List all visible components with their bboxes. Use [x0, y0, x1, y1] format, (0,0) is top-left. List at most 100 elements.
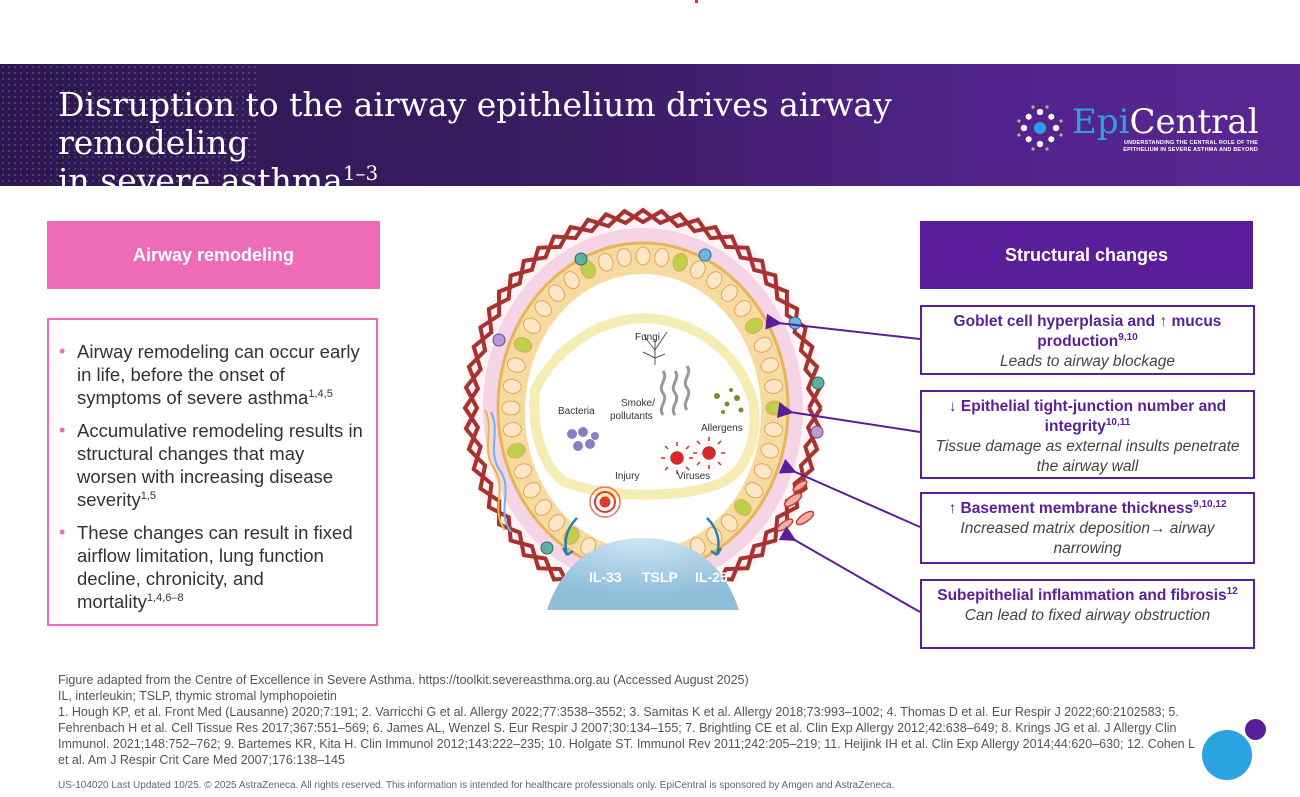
mucus-lining — [529, 312, 760, 500]
epithelial-cell — [598, 252, 614, 272]
goblet-cell — [734, 499, 752, 516]
structural-changes-heading: Structural changes — [920, 221, 1253, 289]
epithelial-cell — [760, 357, 780, 373]
epithelial-cell — [523, 482, 541, 499]
tight-junction-heading: ↓ Epithelial tight-junction number and i… — [948, 398, 1227, 435]
epithelial-cell — [689, 537, 706, 556]
page-title: Disruption to the airway epithelium driv… — [58, 86, 1018, 200]
title-refs: 1–3 — [342, 161, 379, 185]
label-fungi: Fungi — [635, 332, 660, 343]
cytokine-release-arrows — [561, 517, 723, 557]
epithelial-cell — [563, 271, 580, 290]
epithelial-cell — [534, 300, 552, 317]
epithelial-cell — [502, 422, 522, 438]
epithelial-cell — [720, 514, 738, 532]
bullet-text: These changes can result in fixed airflo… — [77, 522, 353, 612]
epithelial-cell — [745, 482, 763, 499]
epithelial-cell — [720, 284, 738, 302]
epithelial-cell — [523, 317, 541, 334]
epithelial-cell — [501, 400, 521, 416]
fungi-icon — [642, 331, 668, 365]
allergens-icon — [714, 388, 744, 414]
bullet-refs: 1,4,5 — [308, 387, 333, 400]
label-allergens: Allergens — [701, 423, 743, 434]
figure-source: Figure adapted from the Centre of Excell… — [58, 673, 749, 687]
logo-tagline: UNDERSTANDING THE CENTRAL ROLE OF THE EP… — [1108, 140, 1258, 154]
tight-junction-box: ↓ Epithelial tight-junction number and i… — [920, 390, 1255, 479]
inflammation-fibrosis-heading: Subepithelial inflammation and fibrosis1… — [937, 585, 1238, 604]
basement-membrane-heading: ↑ Basement membrane thickness9,10,12 — [948, 498, 1227, 517]
bacteria-icon — [567, 427, 599, 451]
epithelial-cell — [534, 499, 552, 516]
decorative-dot-purple — [1245, 719, 1266, 740]
logo-central: Central — [1129, 102, 1259, 142]
muscle-fiber-strand — [463, 207, 823, 609]
epithelial-cell — [548, 284, 566, 302]
epithelial-cell — [548, 514, 566, 532]
cytokine-dome — [547, 538, 739, 610]
label-bacteria: Bacteria — [558, 406, 595, 417]
epithelial-cell — [616, 248, 632, 267]
copyright: US-104020 Last Updated 10/25. © 2025 Ast… — [58, 780, 895, 791]
label-pollutants: pollutants — [610, 411, 653, 422]
banner-dot-pattern — [0, 64, 260, 186]
virus-icon — [661, 437, 725, 474]
goblet-cell-heading: Goblet cell hyperplasia and ↑ mucus prod… — [953, 313, 1222, 350]
goblet-cell — [745, 317, 763, 334]
epithelial-cell — [654, 248, 670, 267]
logo-tagline-line-2: EPITHELIUM IN SEVERE ASTHMA AND BEYOND — [1123, 147, 1258, 153]
injury-icon — [589, 486, 621, 518]
inflammation-fibrosis-box: Subepithelial inflammation and fibrosis1… — [920, 579, 1255, 649]
goblet-cell — [513, 337, 533, 353]
footnotes: Figure adapted from the Centre of Excell… — [58, 672, 1198, 768]
title-line-1: Disruption to the airway epithelium driv… — [58, 85, 892, 162]
logo-tagline-line-1: UNDERSTANDING THE CENTRAL ROLE OF THE — [1123, 140, 1258, 146]
bullet-text: Accumulative remodeling results in struc… — [77, 420, 363, 510]
bullet-refs: 1,5 — [140, 489, 157, 502]
label-smoke: Smoke/ — [621, 398, 655, 409]
airway-remodeling-heading: Airway remodeling — [47, 221, 380, 289]
header-banner — [0, 64, 1300, 186]
decorative-dot-blue — [1202, 730, 1252, 780]
epithelial-cell — [502, 378, 522, 394]
goblet-cell — [765, 400, 785, 416]
collagen-fibers — [484, 409, 512, 533]
cytokine-il33: IL-33 — [589, 569, 622, 585]
abbreviations: IL, interleukin; TSLP, thymic stromal ly… — [58, 689, 337, 703]
epithelial-cell — [635, 246, 651, 266]
inflammation-fibrosis-detail: Can lead to fixed airway obstruction — [964, 607, 1211, 624]
smooth-muscle-ring — [462, 207, 823, 609]
cytokine-il25: IL-25 — [695, 569, 728, 585]
epithelial-cell — [706, 271, 723, 290]
remodeling-bullet-2: Accumulative remodeling results in struc… — [59, 419, 366, 511]
bullet-refs: 1,4,6–8 — [146, 591, 184, 604]
epithelial-cell — [764, 422, 784, 438]
cytokine-tslp: TSLP — [642, 569, 678, 585]
epithelial-cell — [689, 260, 706, 279]
airway-lumen — [525, 274, 761, 550]
basement-membrane-box: ↑ Basement membrane thickness9,10,12 Inc… — [920, 492, 1255, 564]
goblet-cell — [506, 443, 526, 459]
epithelial-cell — [764, 378, 784, 394]
bullet-text: Airway remodeling can occur early in lif… — [77, 341, 360, 408]
logo-epi: Epi — [1072, 102, 1130, 142]
epithelial-cell — [734, 300, 752, 317]
epithelial-cell — [506, 357, 526, 373]
label-viruses: Viruses — [677, 471, 710, 482]
tight-junction-detail: Tissue damage as external insults penetr… — [935, 438, 1240, 475]
logo-wordmark: EpiCentral — [1072, 102, 1259, 142]
remodeling-bullet-1: Airway remodeling can occur early in lif… — [59, 340, 366, 409]
airway-remodeling-list: Airway remodeling can occur early in lif… — [49, 320, 376, 613]
epithelial-cell — [753, 337, 773, 353]
airway-remodeling-box: Airway remodeling can occur early in lif… — [47, 318, 378, 626]
muscle-fiber-strand — [462, 208, 823, 608]
references: 1. Hough KP, et al. Front Med (Lausanne)… — [58, 705, 1195, 767]
top-red-mark — [695, 0, 698, 3]
remodeling-bullet-3: These changes can result in fixed airflo… — [59, 521, 366, 613]
label-injury: Injury — [615, 471, 639, 482]
goblet-cell-detail: Leads to airway blockage — [1000, 353, 1175, 370]
epithelial-cell — [580, 537, 597, 556]
epithelial-cells — [501, 246, 785, 570]
epicentral-logo: EpiCentral UNDERSTANDING THE CENTRAL ROL… — [1014, 100, 1264, 166]
goblet-cell — [672, 252, 688, 272]
